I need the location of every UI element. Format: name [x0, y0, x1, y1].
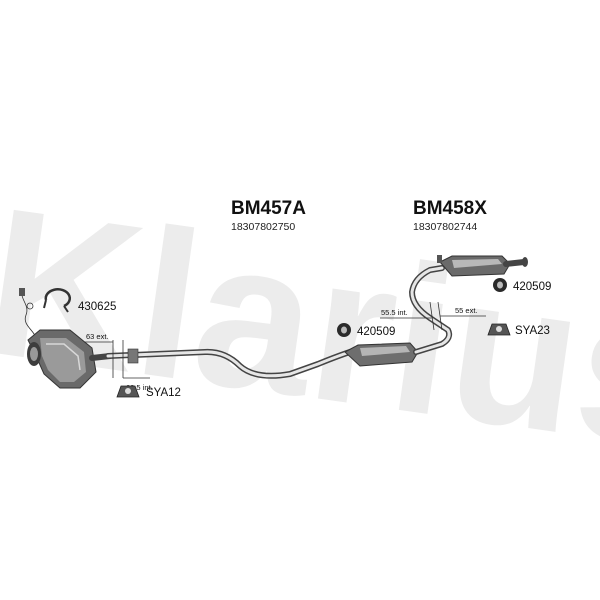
dimension-markers	[84, 301, 486, 379]
gasket-front-icon	[116, 385, 140, 398]
rubber-mount-mid-icon	[337, 323, 351, 337]
rear-section-code: BM458X	[413, 198, 487, 219]
rear-section-oem: 18307802744	[413, 221, 477, 233]
front-ext-dimension: 63 ext.	[86, 332, 109, 341]
front-section-code: BM457A	[231, 198, 306, 219]
mid-ext-dimension: 55 ext.	[455, 306, 478, 315]
mount-rear-label: 420509	[513, 281, 551, 293]
gasket-rear-icon	[487, 323, 511, 336]
front-pipe	[105, 347, 359, 379]
gasket-front-label: SYA12	[146, 387, 181, 399]
lambda-sensor	[19, 288, 37, 339]
clamp-icon	[43, 288, 71, 313]
mount-mid-label: 420509	[357, 326, 395, 338]
mid-int-dimension: 55.5 int.	[381, 308, 408, 317]
gasket-rear-label: SYA23	[515, 325, 550, 337]
front-int-dimension: 63.5 int.	[126, 383, 153, 392]
clamp-label: 430625	[78, 301, 116, 313]
front-section-oem: 18307802750	[231, 221, 295, 233]
catalytic-converter	[27, 329, 113, 389]
rubber-mount-rear-icon	[493, 278, 507, 292]
middle-silencer	[344, 265, 453, 367]
rear-silencer	[437, 255, 528, 277]
